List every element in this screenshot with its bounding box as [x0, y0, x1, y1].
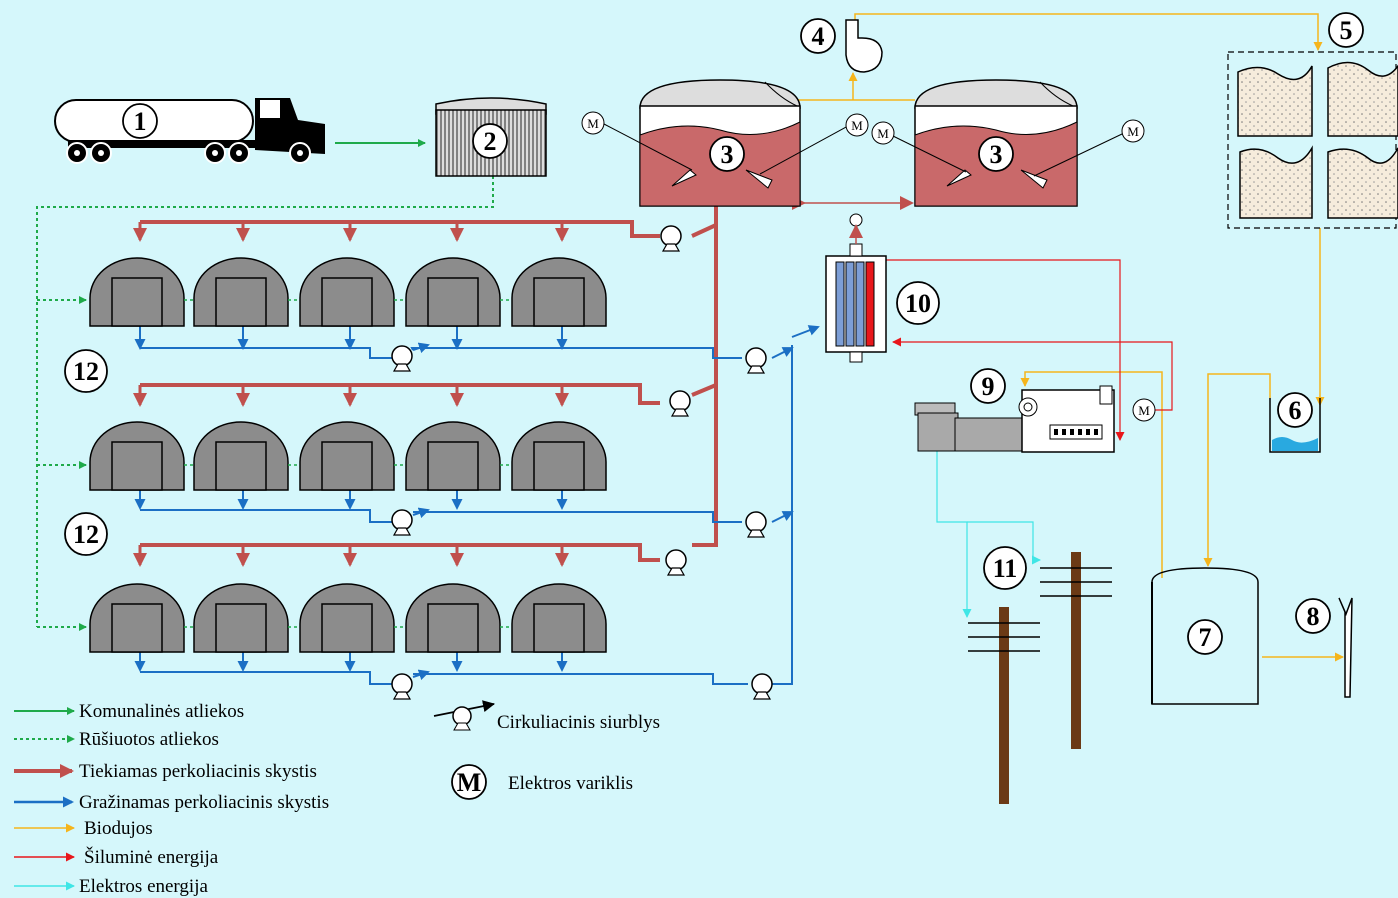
legend-item-returned-percolate: Gražinamas perkoliacinis skystis — [79, 792, 329, 813]
legend-item-waste: Komunalinės atliekos — [79, 701, 244, 722]
biogas-flows — [798, 13, 1344, 662]
electricity-flows — [936, 450, 1041, 618]
legend-motor-symbol: M — [457, 768, 482, 797]
legend-item-supplied-percolate: Tiekiamas perkoliacinis skystis — [79, 761, 317, 782]
component-labels: 1 2 3 3 4 5 6 7 8 9 10 11 12 12 — [64, 12, 1364, 655]
supplied-percolate-flows — [133, 196, 914, 567]
label-row-group-2: 12 — [73, 520, 99, 549]
gas-flare — [1338, 597, 1353, 698]
legend-pump-text: Cirkuliacinis siurblys — [497, 712, 660, 733]
waste-bunker — [435, 97, 547, 177]
motor-label: M — [1138, 403, 1150, 418]
motor-label: M — [587, 116, 599, 131]
label-digester-b: 3 — [990, 140, 1003, 169]
legend-motor-text: Elektros variklis — [508, 773, 633, 794]
storage-tank — [1151, 567, 1259, 705]
label-tank: 7 — [1199, 623, 1212, 652]
chp-engine — [914, 385, 1115, 453]
motor-label: M — [877, 126, 889, 141]
legend-item-biogas: Biodujos — [84, 818, 153, 839]
waste-truck — [54, 98, 325, 164]
heat-flows — [872, 259, 1173, 441]
label-row-group-1: 12 — [73, 357, 99, 386]
label-scrubber: 6 — [1289, 396, 1302, 425]
legend: Komunalinės atliekos Rūšiuotos atliekos … — [14, 700, 660, 897]
scrubber-vessel — [1269, 398, 1321, 453]
legend-item-electricity: Elektros energija — [79, 876, 208, 897]
percolation-halls — [89, 257, 607, 653]
motor-icons: M M M M M — [581, 111, 1156, 422]
legend-item-heat: Šiluminė energija — [84, 846, 219, 868]
gas-storage — [1227, 51, 1398, 229]
motor-label: M — [851, 118, 863, 133]
label-bunker: 2 — [484, 127, 497, 156]
power-poles — [968, 552, 1112, 804]
gas-blower — [845, 19, 883, 73]
label-heat-exchanger: 10 — [905, 289, 931, 318]
label-flare: 8 — [1307, 602, 1320, 631]
label-gas-fan: 4 — [812, 22, 825, 51]
label-power-line: 11 — [993, 554, 1018, 583]
label-truck: 1 — [134, 107, 147, 136]
legend-item-sorted-waste: Rūšiuotos atliekos — [79, 729, 219, 750]
heat-exchanger — [825, 213, 887, 363]
motor-label: M — [1127, 124, 1139, 139]
label-gas-storage: 5 — [1340, 16, 1353, 45]
returned-percolate-flows — [134, 325, 820, 685]
label-chp: 9 — [982, 372, 995, 401]
label-digester-a: 3 — [721, 140, 734, 169]
waste-flows — [36, 139, 494, 631]
